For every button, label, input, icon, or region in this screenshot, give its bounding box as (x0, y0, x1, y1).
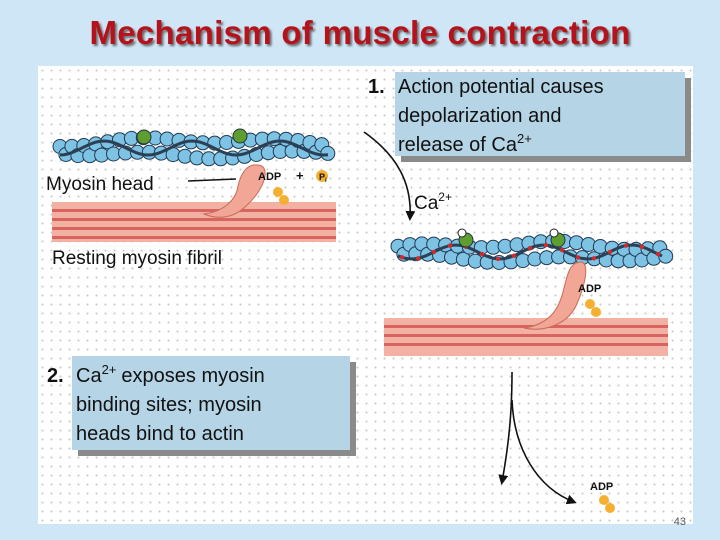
troponin-dot (559, 247, 565, 253)
step1-line-3: release of Ca2+ (398, 131, 532, 156)
resting-fibril-label: Resting myosin fibril (52, 248, 222, 269)
calcium-ion-label: Ca2+ (414, 190, 452, 214)
resting-actin-filament (52, 130, 336, 167)
troponin-dot (495, 256, 501, 262)
actin-bead (658, 248, 674, 264)
resting-state-illustration: Myosin head ADP + Pi Resting myosin fibr… (46, 128, 336, 269)
figure-panel: 1. Action potential causes depolarizatio… (38, 66, 693, 524)
troponin-dot (511, 253, 517, 258)
adp-molecule (279, 195, 289, 205)
bound-myosin-head (523, 261, 587, 330)
step1-number: 1. (368, 76, 385, 98)
myosin-head-pointer (187, 178, 237, 182)
adp-label-middle: ADP (578, 283, 601, 295)
troponin-dot (575, 255, 581, 260)
step-arrow-1 (363, 131, 416, 221)
pi-label: Pi (319, 172, 327, 184)
plus-sign: + (296, 168, 304, 183)
binding-site-marker (136, 129, 152, 145)
adp-molecule (585, 299, 595, 309)
troponin-dot (415, 256, 421, 261)
troponin-dot (607, 249, 613, 255)
tropomyosin-strand (59, 139, 329, 157)
myosin-head (202, 164, 266, 218)
phosphate-ion (316, 170, 328, 182)
step-arrow-2 (498, 371, 513, 485)
step1-box (395, 72, 685, 156)
resting-myosin-fibril (52, 202, 336, 242)
slide-title: Mechanism of muscle contraction (89, 14, 631, 51)
binding-site-marker (232, 128, 248, 144)
adp-label-top: ADP (258, 171, 281, 183)
step1-line-2: depolarization and (398, 105, 561, 127)
adp-molecule (273, 187, 283, 197)
calcium-ion (549, 228, 559, 238)
step2-number: 2. (47, 365, 64, 387)
adp-release: ADP (590, 481, 615, 513)
step1-callout: 1. Action potential causes depolarizatio… (368, 72, 691, 162)
troponin-dot (623, 243, 629, 248)
page-number: 43 (673, 516, 686, 528)
step2-line-3: heads bind to actin (76, 423, 244, 445)
adp-label-bottom: ADP (590, 481, 613, 493)
step2-line-2: binding sites; myosin (76, 394, 262, 416)
troponin-dot (399, 255, 405, 260)
troponin-dot (639, 244, 645, 249)
binding-state-illustration: ADP (384, 228, 674, 356)
muscle-contraction-diagram: 1. Action potential causes depolarizatio… (46, 72, 691, 513)
troponin-dot (447, 243, 453, 248)
calcium-ion (457, 228, 467, 238)
troponin-dot (591, 256, 597, 261)
step1-line-1: Action potential causes (398, 76, 604, 98)
step-arrow-3 (511, 399, 577, 505)
troponin-dot (655, 251, 661, 257)
troponin-dot (479, 251, 485, 257)
step2-line-1: Ca2+exposes myosin (76, 362, 265, 387)
activated-actin-filament (390, 233, 674, 270)
adp-molecule (591, 307, 601, 317)
step2-callout: 2. Ca2+exposes myosin binding sites; myo… (47, 356, 356, 456)
adp-molecule (605, 503, 615, 513)
troponin-dot (431, 249, 437, 255)
bound-myosin-fibril (384, 318, 668, 356)
step2-box (72, 356, 350, 450)
troponin-dot (527, 245, 533, 251)
adp-molecule (599, 495, 609, 505)
troponin-dot (543, 242, 549, 248)
myosin-head-label: Myosin head (46, 174, 154, 195)
